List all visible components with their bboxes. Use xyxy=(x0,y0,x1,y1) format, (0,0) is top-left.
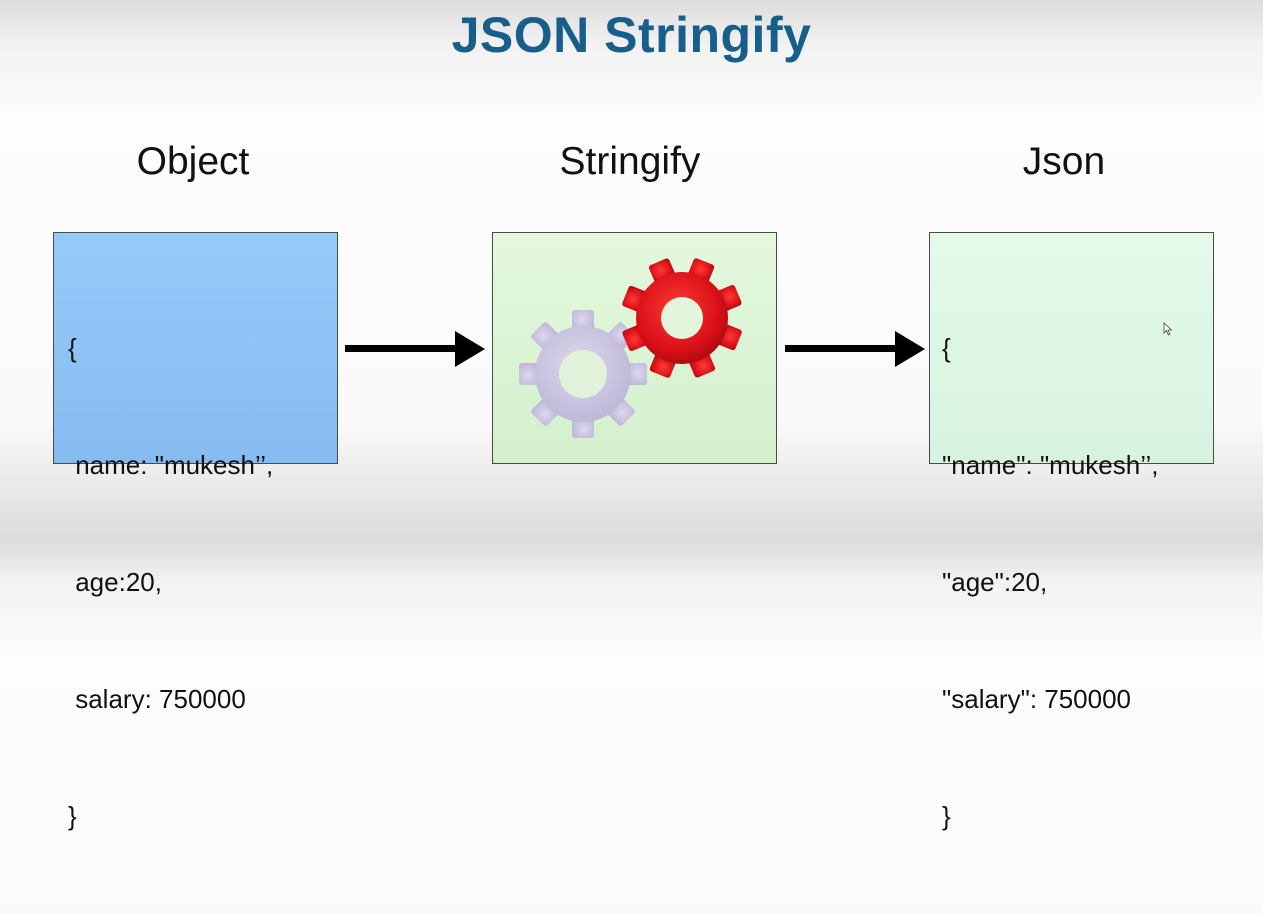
stringify-box xyxy=(492,232,777,464)
slide-title: JSON Stringify xyxy=(451,7,812,63)
object-code-line: salary: 750000 xyxy=(68,684,246,714)
json-code-line: "age":20, xyxy=(942,567,1048,597)
json-code-line: { xyxy=(942,333,951,363)
gears-illustration xyxy=(519,258,742,438)
stringify-heading: Stringify xyxy=(559,140,701,183)
json-code-line: } xyxy=(942,801,951,831)
object-code-line: } xyxy=(68,801,77,831)
arrow-right-icon xyxy=(345,331,485,367)
object-box: { name: "mukesh’’, age:20, salary: 75000… xyxy=(53,232,338,831)
object-code-line: age:20, xyxy=(68,567,162,597)
mouse-pointer-icon xyxy=(1163,322,1173,336)
object-heading: Object xyxy=(136,140,250,183)
json-box: { "name": "mukesh’’, "age":20, "salary":… xyxy=(929,232,1214,831)
gear-red-icon xyxy=(622,258,742,378)
object-code-line: name: "mukesh’’, xyxy=(68,450,274,480)
object-code: { name: "mukesh’’, age:20, salary: 75000… xyxy=(68,251,273,914)
json-code: { "name": "mukesh’’, "age":20, "salary":… xyxy=(942,251,1159,914)
object-code-line: { xyxy=(68,333,77,363)
json-heading: Json xyxy=(1022,140,1106,183)
json-code-line: "salary": 750000 xyxy=(942,684,1132,714)
json-code-line: "name": "mukesh’’, xyxy=(942,450,1159,480)
arrow-right-icon xyxy=(785,331,925,367)
